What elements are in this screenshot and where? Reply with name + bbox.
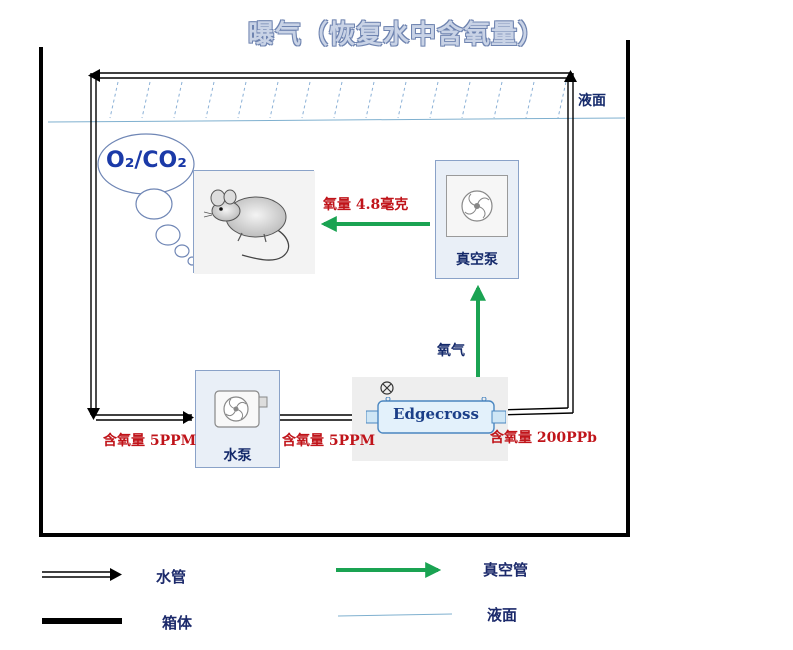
- vacuum-pump-box: 真空泵: [435, 160, 519, 279]
- legend-surface-symbol: [337, 613, 453, 617]
- filter-housing: [366, 397, 506, 434]
- mouse-icon: [194, 171, 315, 274]
- oxygen-to-mouse-label: 氧量 4.8毫克: [323, 197, 409, 213]
- legend-vacuum-pipe-label: 真空管: [483, 561, 529, 579]
- fan-icon: [214, 390, 268, 428]
- inlet-oxygen-label: 含氧量 5PPM: [103, 433, 197, 449]
- water-pump-label: 水泵: [223, 448, 252, 464]
- outlet-oxygen-label: 含氧量 200PPb: [490, 430, 597, 446]
- filter-panel: Edgecross: [352, 377, 508, 461]
- water-pump-box: 水泵: [195, 370, 280, 468]
- bubble-text: O₂/CO₂: [106, 148, 187, 173]
- diagram-title: 曝气（恢复水中含氧量）: [247, 20, 545, 50]
- fan-icon: [461, 190, 493, 222]
- tank-body: [39, 40, 630, 537]
- filter-label: Edgecross: [393, 405, 479, 423]
- water-arrow-left-down: [87, 408, 100, 420]
- surface-label: 液面: [578, 93, 606, 109]
- oxygen-up-label: 氧气: [437, 343, 465, 359]
- legend-water-pipe-symbol: [42, 571, 114, 578]
- water-arrow-right-up: [564, 70, 577, 82]
- legend-water-pipe-label: 水管: [156, 568, 187, 586]
- after-pump-oxygen-label: 含氧量 5PPM: [282, 433, 376, 449]
- water-pipe-loop: [90, 72, 574, 421]
- liquid-surface-line: [47, 117, 626, 123]
- thought-dot-1: [135, 188, 173, 220]
- thought-dot-2: [155, 224, 181, 246]
- vacuum-pump-label: 真空泵: [456, 252, 498, 268]
- thought-dot-3: [174, 244, 190, 258]
- mouse-box: [193, 170, 315, 274]
- vacuum-pump-housing: [446, 175, 508, 237]
- water-arrow-top: [88, 69, 100, 82]
- legend-surface-label: 液面: [487, 606, 518, 624]
- water-arrow-to-pump: [183, 411, 194, 424]
- valve-icon: [380, 381, 394, 395]
- legend-tank-label: 箱体: [162, 614, 193, 632]
- surface-hatch: [109, 81, 567, 119]
